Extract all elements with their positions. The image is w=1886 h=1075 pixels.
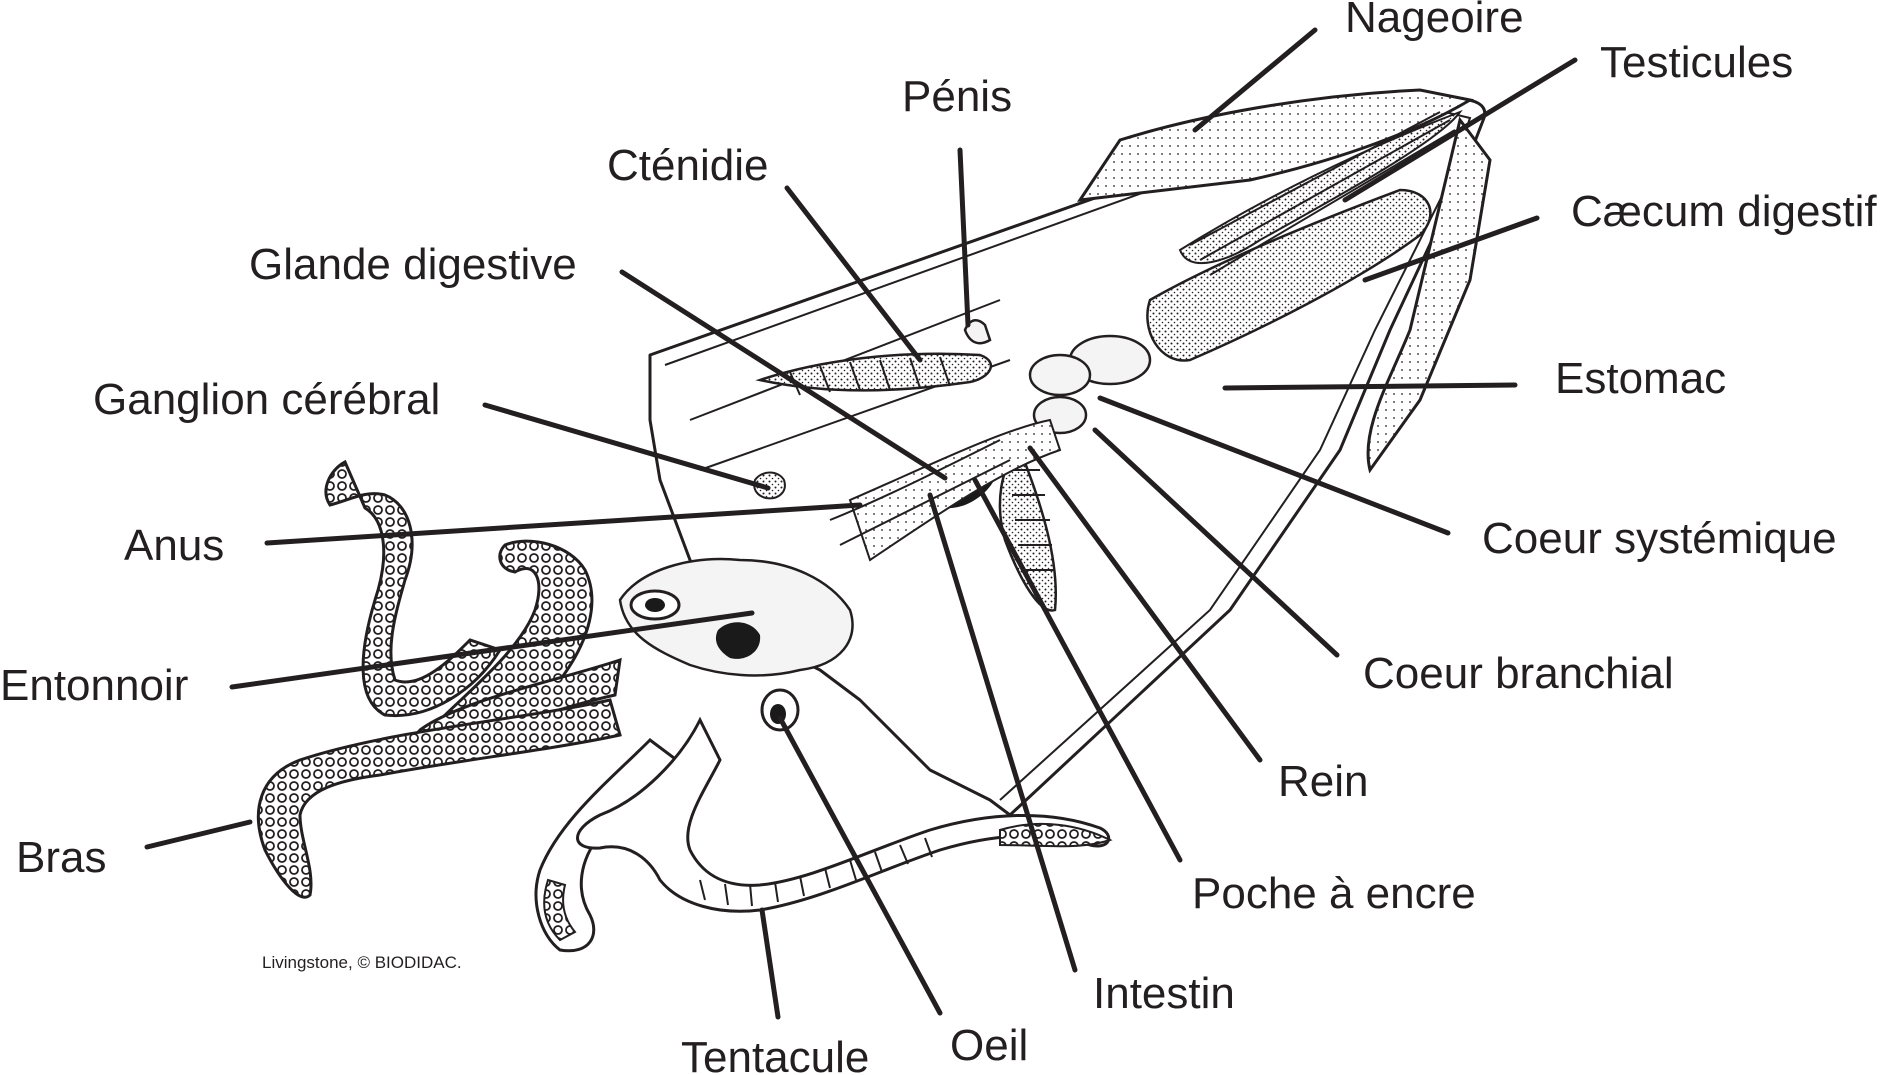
label-intestin: Intestin <box>1093 969 1235 1018</box>
label-rein: Rein <box>1278 757 1369 806</box>
leader-ctenidie <box>784 185 923 363</box>
label-tentacule: Tentacule <box>681 1033 869 1075</box>
penis <box>963 319 992 345</box>
label-ganglion: Ganglion cérébral <box>93 375 440 424</box>
leader-tentacule <box>759 907 781 1020</box>
leader-lines <box>144 27 1578 1020</box>
cerebral-ganglion <box>753 471 786 500</box>
label-bras: Bras <box>16 833 106 882</box>
label-penis: Pénis <box>902 72 1012 121</box>
testes <box>1178 109 1463 265</box>
kidney <box>848 418 1062 562</box>
intestine <box>829 439 1011 546</box>
stomach-2 <box>1028 353 1092 397</box>
credit-text: Livingstone, © BIODIDAC. <box>262 953 462 972</box>
arm-1 <box>324 459 503 718</box>
arm-5-suckers <box>543 878 577 942</box>
leader-testicules <box>1342 57 1578 203</box>
leader-poche <box>972 477 1183 863</box>
leader-ganglion <box>482 402 771 491</box>
label-coeur-systemique: Coeur systémique <box>1482 514 1837 563</box>
leader-coeur-systemique <box>1097 395 1451 536</box>
fin-lower <box>1366 116 1492 474</box>
leader-cecum <box>1362 215 1540 283</box>
arm-4 <box>257 698 622 899</box>
gill-upper <box>755 352 993 392</box>
leader-penis <box>957 147 971 328</box>
label-coeur-branchial: Coeur branchial <box>1363 649 1674 698</box>
label-cecum: Cæcum digestif <box>1571 187 1877 236</box>
leader-bras <box>144 819 253 850</box>
label-testicules: Testicules <box>1600 38 1793 87</box>
leader-anus <box>264 502 863 546</box>
leader-entonnoir <box>229 610 755 690</box>
label-poche: Poche à encre <box>1192 869 1476 918</box>
leader-intestin <box>927 492 1078 973</box>
label-glande: Glande digestive <box>249 240 577 289</box>
label-oeil: Oeil <box>950 1021 1028 1070</box>
tentacle-rings <box>699 837 933 907</box>
gill-lower-ribs <box>1010 469 1054 571</box>
label-anus: Anus <box>124 521 224 570</box>
label-entonnoir: Entonnoir <box>0 661 188 710</box>
eye-upper-pupil <box>645 598 665 612</box>
leader-estomac <box>1222 382 1518 391</box>
tentacle-club <box>999 822 1113 848</box>
leader-coeur-branchial <box>1092 427 1340 658</box>
leader-nageoire <box>1192 27 1318 133</box>
label-estomac: Estomac <box>1555 354 1726 403</box>
funnel <box>715 622 761 659</box>
label-nageoire: Nageoire <box>1345 0 1524 42</box>
testes-lines <box>1189 111 1456 276</box>
label-ctenidie: Cténidie <box>607 141 768 190</box>
leader-glande <box>619 269 948 481</box>
fin <box>1076 88 1475 202</box>
digestive-caecum <box>1146 188 1432 362</box>
leader-oeil <box>777 715 943 1016</box>
leader-rein <box>1027 445 1263 763</box>
